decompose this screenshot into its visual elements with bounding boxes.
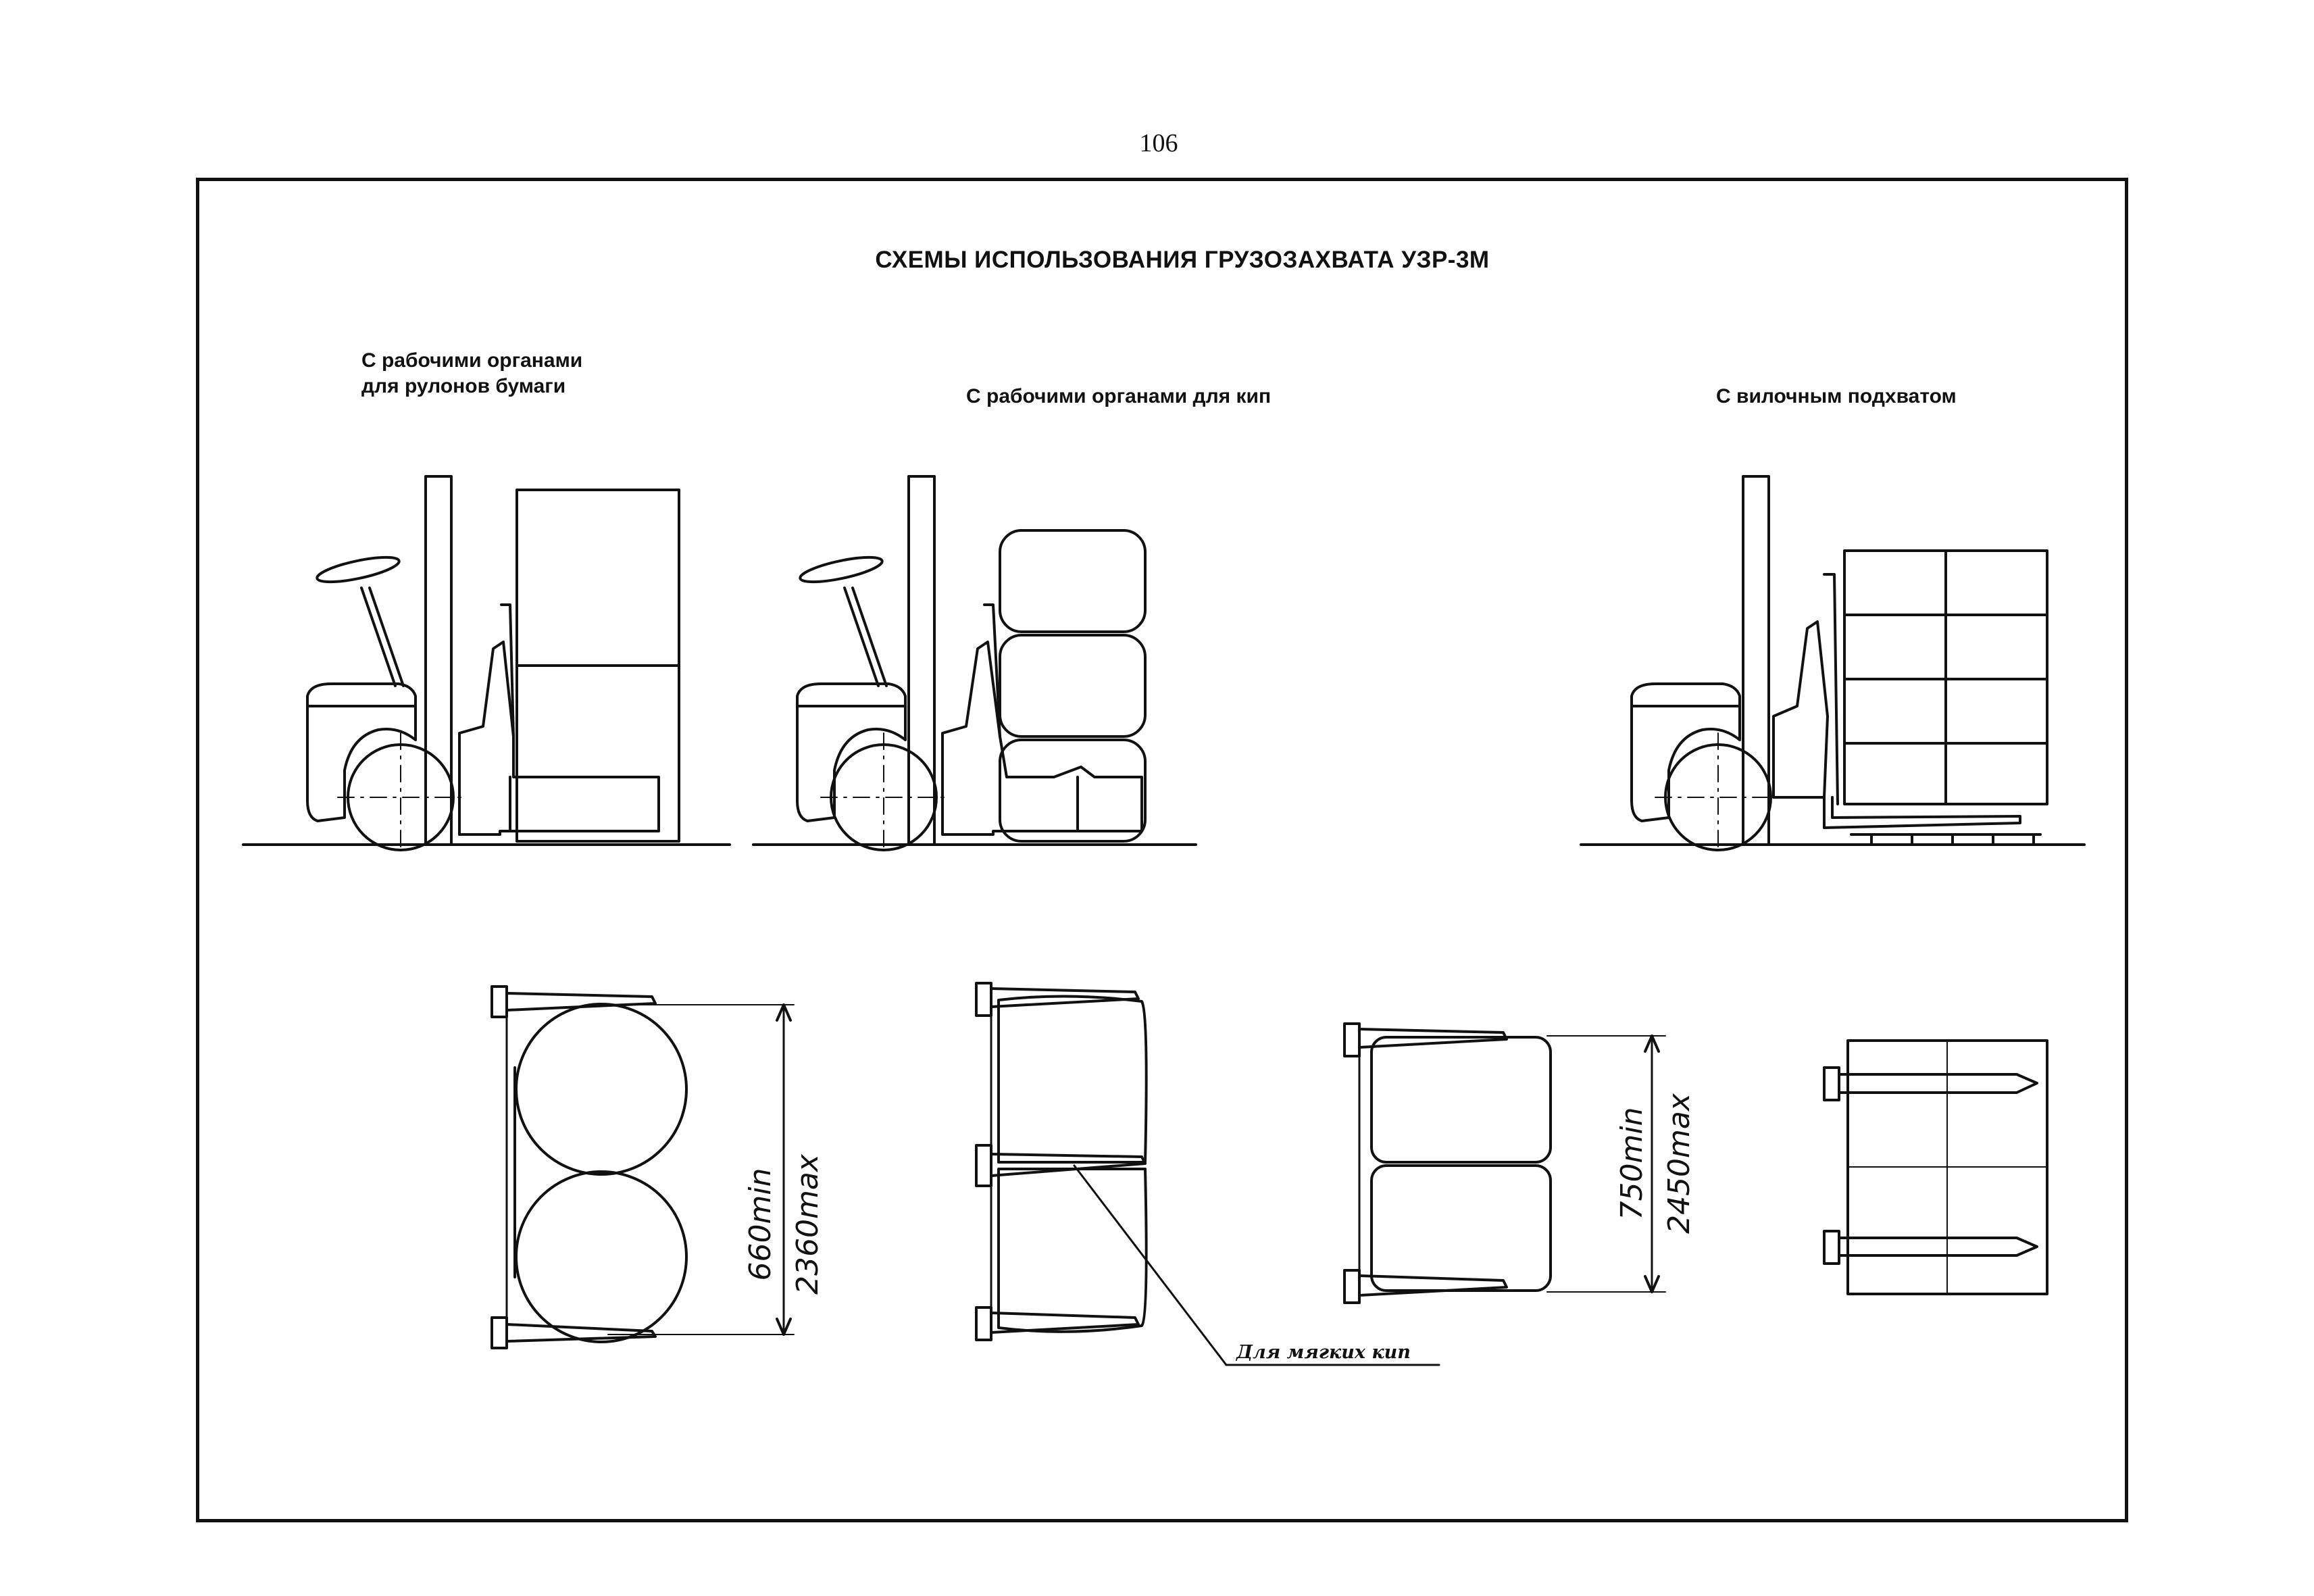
- clamp-jaw: [975, 982, 992, 1017]
- clamp-jaw: [1343, 1022, 1361, 1057]
- fork-tine: [1823, 796, 2021, 829]
- forklift-body: [1630, 682, 1741, 822]
- bale: [999, 529, 1147, 633]
- clamp-jaw: [975, 1306, 992, 1341]
- forklift-side-view-fork: [1580, 475, 2086, 852]
- soft-bale: [997, 995, 1148, 1164]
- caption-fork-line-1: С вилочным подхватом: [1716, 385, 1957, 407]
- page-number: 106: [1139, 129, 1178, 157]
- fork-heel: [1823, 1066, 1840, 1101]
- mast: [424, 475, 453, 846]
- clamp-arm: [500, 603, 515, 738]
- dimension-rolls-min: 660min: [743, 1168, 778, 1281]
- forklift-side-view-rolls: [242, 475, 731, 852]
- clamp-jaw: [491, 1316, 508, 1349]
- mast: [1742, 475, 1770, 846]
- bale: [1370, 1164, 1552, 1292]
- forklift-body: [796, 682, 907, 822]
- page-title: СХЕМЫ ИСПОЛЬЗОВАНИЯ ГРУЗОЗАХВАТА УЗР-3М: [875, 247, 1490, 273]
- caption-paper-rolls: С рабочими органами для рулонов бумаги: [361, 348, 699, 399]
- paper-roll: [515, 1170, 688, 1343]
- note-leader: [1073, 1164, 1228, 1366]
- top-view-rolls: 660min 2360max: [491, 985, 825, 1349]
- clamp-arm: [990, 1153, 1147, 1177]
- load-carriage: [458, 641, 660, 836]
- steering-column: [843, 587, 880, 687]
- bale: [1370, 1036, 1552, 1164]
- clamp-arm: [983, 603, 1001, 738]
- top-view-fork: [1823, 1039, 2048, 1295]
- clamp-jaw: [491, 985, 508, 1018]
- note-soft-bales: Для мягких кип: [1235, 1342, 1411, 1363]
- fork-tine: [1838, 1237, 2038, 1257]
- steering-column: [360, 587, 397, 687]
- caption-fork: С вилочным подхватом: [1716, 384, 2054, 409]
- drawing-frame: [196, 178, 2128, 1522]
- dimension-bales-max: 2450max: [1662, 1093, 1696, 1234]
- bale: [999, 739, 1147, 843]
- dimension-rolls-max: 2360max: [790, 1153, 825, 1295]
- clamp-arm: [1358, 1274, 1508, 1297]
- clamp-arm: [990, 987, 1140, 1008]
- top-view-soft-bales: Для мягких кип: [975, 982, 1440, 1366]
- soft-bale: [997, 1168, 1148, 1333]
- bale: [999, 634, 1147, 738]
- clamp-arm: [990, 1312, 1140, 1334]
- paper-roll: [515, 1003, 688, 1176]
- dimension-bales-min: 750min: [1615, 1107, 1649, 1220]
- top-view-bales: 750min 2450max: [1343, 1022, 1696, 1304]
- clamp-jaw: [1343, 1269, 1361, 1304]
- caption-bales-line-1: С рабочими органами для кип: [966, 385, 1272, 407]
- fork-tine: [1838, 1073, 2038, 1094]
- forklift-body: [306, 682, 417, 822]
- caption-bales: С рабочими органами для кип: [966, 384, 1439, 409]
- steering-wheel: [799, 555, 884, 584]
- caption-paper-rolls-line-1: С рабочими органами: [361, 349, 583, 372]
- forklift-side-view-bales: [752, 475, 1197, 852]
- clamp-jaw: [975, 1144, 992, 1187]
- mast: [907, 475, 936, 846]
- fork-heel: [1823, 1230, 1840, 1265]
- fork-carriage: [1772, 620, 1829, 799]
- steering-wheel: [316, 555, 401, 584]
- load-carriage: [941, 641, 1143, 836]
- caption-paper-rolls-line-2: для рулонов бумаги: [361, 375, 566, 397]
